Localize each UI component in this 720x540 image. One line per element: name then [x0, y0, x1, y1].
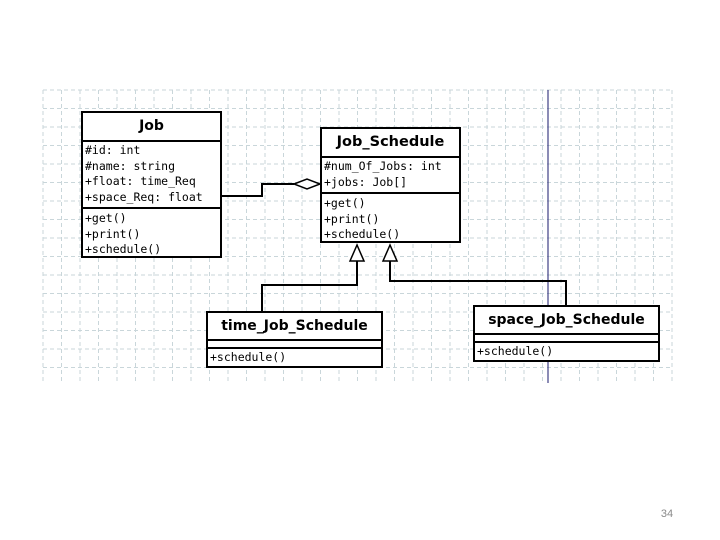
- generalization-arrowhead-space: [381, 243, 399, 262]
- attribute-row: #id: int: [85, 143, 141, 157]
- class-time-job-schedule-methods: +schedule(): [208, 349, 381, 366]
- generalization-arrowhead-time: [348, 243, 366, 262]
- class-time-job-schedule-title: time_Job_Schedule: [208, 313, 381, 341]
- class-space-job-schedule-title: space_Job_Schedule: [475, 307, 658, 335]
- attribute-row: +float: time_Req: [85, 174, 196, 188]
- class-time-job-schedule-attributes: [208, 341, 381, 349]
- generalization-connector-space: [389, 261, 567, 306]
- method-row: +get(): [85, 211, 127, 225]
- method-row: +get(): [324, 196, 366, 210]
- attribute-row: #num_Of_Jobs: int: [324, 159, 442, 173]
- method-row: +schedule(): [85, 242, 162, 256]
- class-space-job-schedule-attributes: [475, 335, 658, 343]
- aggregation-connector: [221, 183, 294, 197]
- class-time-job-schedule[interactable]: time_Job_Schedule +schedule(): [206, 311, 383, 368]
- class-job-methods: +get() +print() +schedule(): [83, 209, 220, 256]
- attribute-row: +jobs: Job[]: [324, 174, 408, 189]
- class-job-schedule-title: Job_Schedule: [322, 129, 459, 158]
- class-space-job-schedule-methods: +schedule(): [475, 343, 658, 360]
- method-row: +schedule(): [477, 344, 554, 358]
- generalization-connector-time: [261, 261, 358, 312]
- method-row: +print(): [324, 211, 380, 226]
- class-job-schedule-attributes: #num_Of_Jobs: int +jobs: Job[]: [322, 158, 459, 194]
- class-job-title: Job: [83, 113, 220, 142]
- method-row: +schedule(): [210, 350, 287, 364]
- class-job-schedule[interactable]: Job_Schedule #num_Of_Jobs: int +jobs: Jo…: [320, 127, 461, 243]
- method-row: +schedule(): [324, 227, 401, 241]
- class-job[interactable]: Job #id: int #name: string +float: time_…: [81, 111, 222, 258]
- aggregation-diamond: [291, 178, 323, 190]
- attribute-row: +space_Req: float: [85, 189, 203, 204]
- page-number: 34: [660, 508, 674, 520]
- class-space-job-schedule[interactable]: space_Job_Schedule +schedule(): [473, 305, 660, 362]
- attribute-row: #name: string: [85, 158, 176, 173]
- class-job-attributes: #id: int #name: string +float: time_Req …: [83, 142, 220, 209]
- method-row: +print(): [85, 226, 141, 241]
- class-job-schedule-methods: +get() +print() +schedule(): [322, 194, 459, 241]
